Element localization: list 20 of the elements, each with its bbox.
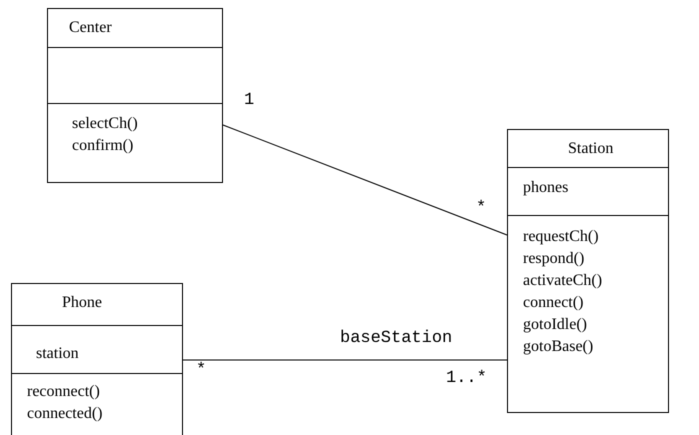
class-name: Station — [568, 139, 614, 159]
class-name: Phone — [62, 293, 102, 313]
method: connected() — [27, 404, 103, 424]
edge-label: baseStation — [340, 328, 452, 350]
class-name: Center — [69, 18, 112, 38]
attribute: phones — [523, 178, 568, 198]
method: gotoIdle() — [523, 315, 587, 335]
method: requestCh() — [523, 227, 599, 247]
method: connect() — [523, 293, 584, 313]
association-line — [222, 124, 508, 236]
method: gotoBase() — [523, 337, 594, 357]
class-box — [11, 283, 183, 435]
method: respond() — [523, 249, 584, 269]
method: selectCh() — [72, 114, 138, 134]
method: activateCh() — [523, 271, 602, 291]
method: reconnect() — [27, 382, 100, 402]
method: confirm() — [72, 136, 134, 156]
class-box — [47, 8, 223, 183]
attribute: station — [36, 344, 79, 364]
class-box — [507, 129, 669, 413]
